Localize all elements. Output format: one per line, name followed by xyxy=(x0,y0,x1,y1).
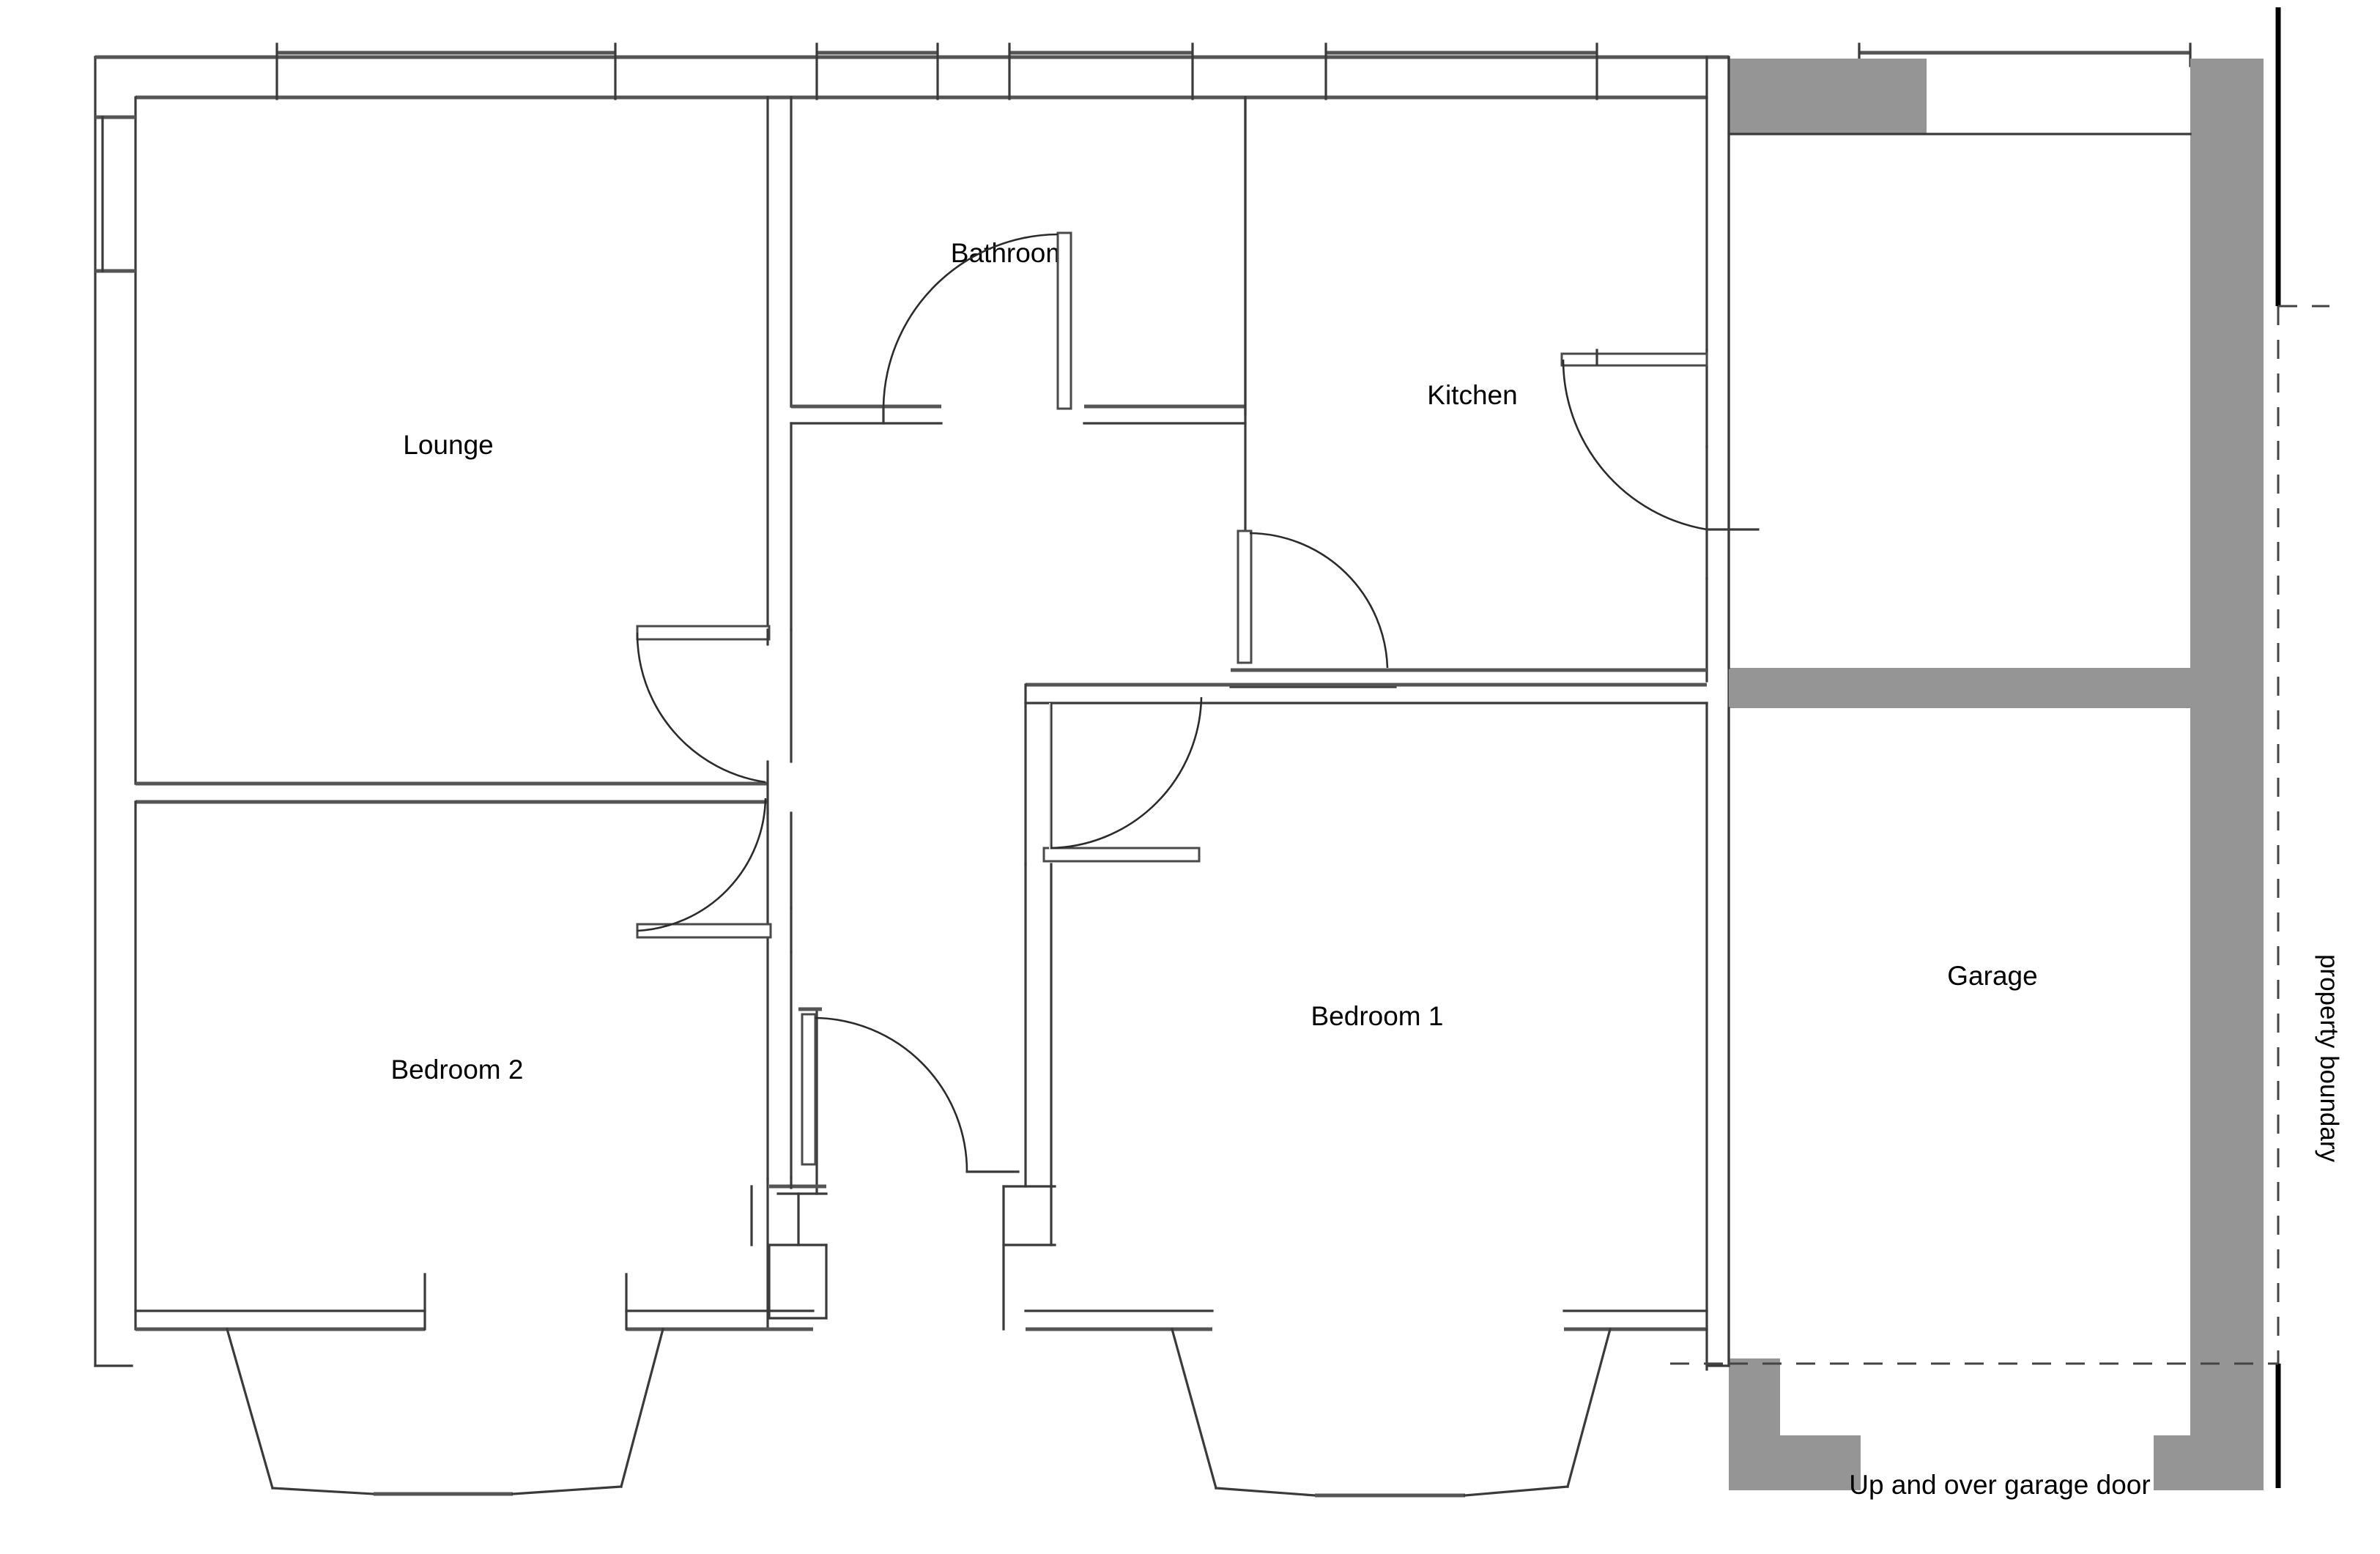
room-label-bathroom: Bathroom xyxy=(951,238,1068,268)
annotation-property-boundary: property boundary xyxy=(2315,954,2343,1163)
window-hall xyxy=(1008,42,1194,100)
room-bedroom1: Bedroom 1 xyxy=(1002,683,1708,1331)
room-lounge: Lounge xyxy=(95,96,769,814)
dimension-extension-lines xyxy=(94,56,1730,1367)
door-lounge xyxy=(636,625,771,784)
room-label-lounge: Lounge xyxy=(403,430,493,460)
door-kitchen-hall xyxy=(1237,529,1389,669)
top-exterior-wall xyxy=(95,42,2192,100)
door-kitchen-rear xyxy=(1560,349,1760,531)
door-bedroom1 xyxy=(1042,696,1203,863)
annotation-garage-door: Up and over garage door xyxy=(1849,1470,2150,1500)
room-label-bedroom2: Bedroom 2 xyxy=(391,1055,524,1085)
door-bedroom2 xyxy=(636,798,772,939)
house-garage-party-wall xyxy=(1705,56,1756,1371)
room-kitchen: Kitchen xyxy=(1229,96,1708,688)
room-garage: Garage xyxy=(1727,57,2264,1490)
room-label-bedroom1: Bedroom 1 xyxy=(1311,1001,1444,1031)
bay-window-bedroom1 xyxy=(1171,1328,1612,1498)
door-bathroom xyxy=(882,231,1072,425)
room-label-kitchen: Kitchen xyxy=(1427,380,1517,410)
window-bathroom xyxy=(815,42,939,100)
hallway xyxy=(750,422,828,1320)
room-bedroom2: Bedroom 2 xyxy=(134,800,815,1331)
room-bathroom: Bathroom xyxy=(790,96,1247,425)
bay-window-bedroom2 xyxy=(226,1328,664,1496)
room-label-garage: Garage xyxy=(1947,961,2037,991)
window-lounge xyxy=(275,42,617,100)
door-hall-store xyxy=(801,1013,1020,1173)
window-kitchen xyxy=(1324,42,1598,100)
property-boundary xyxy=(1670,7,2329,1488)
